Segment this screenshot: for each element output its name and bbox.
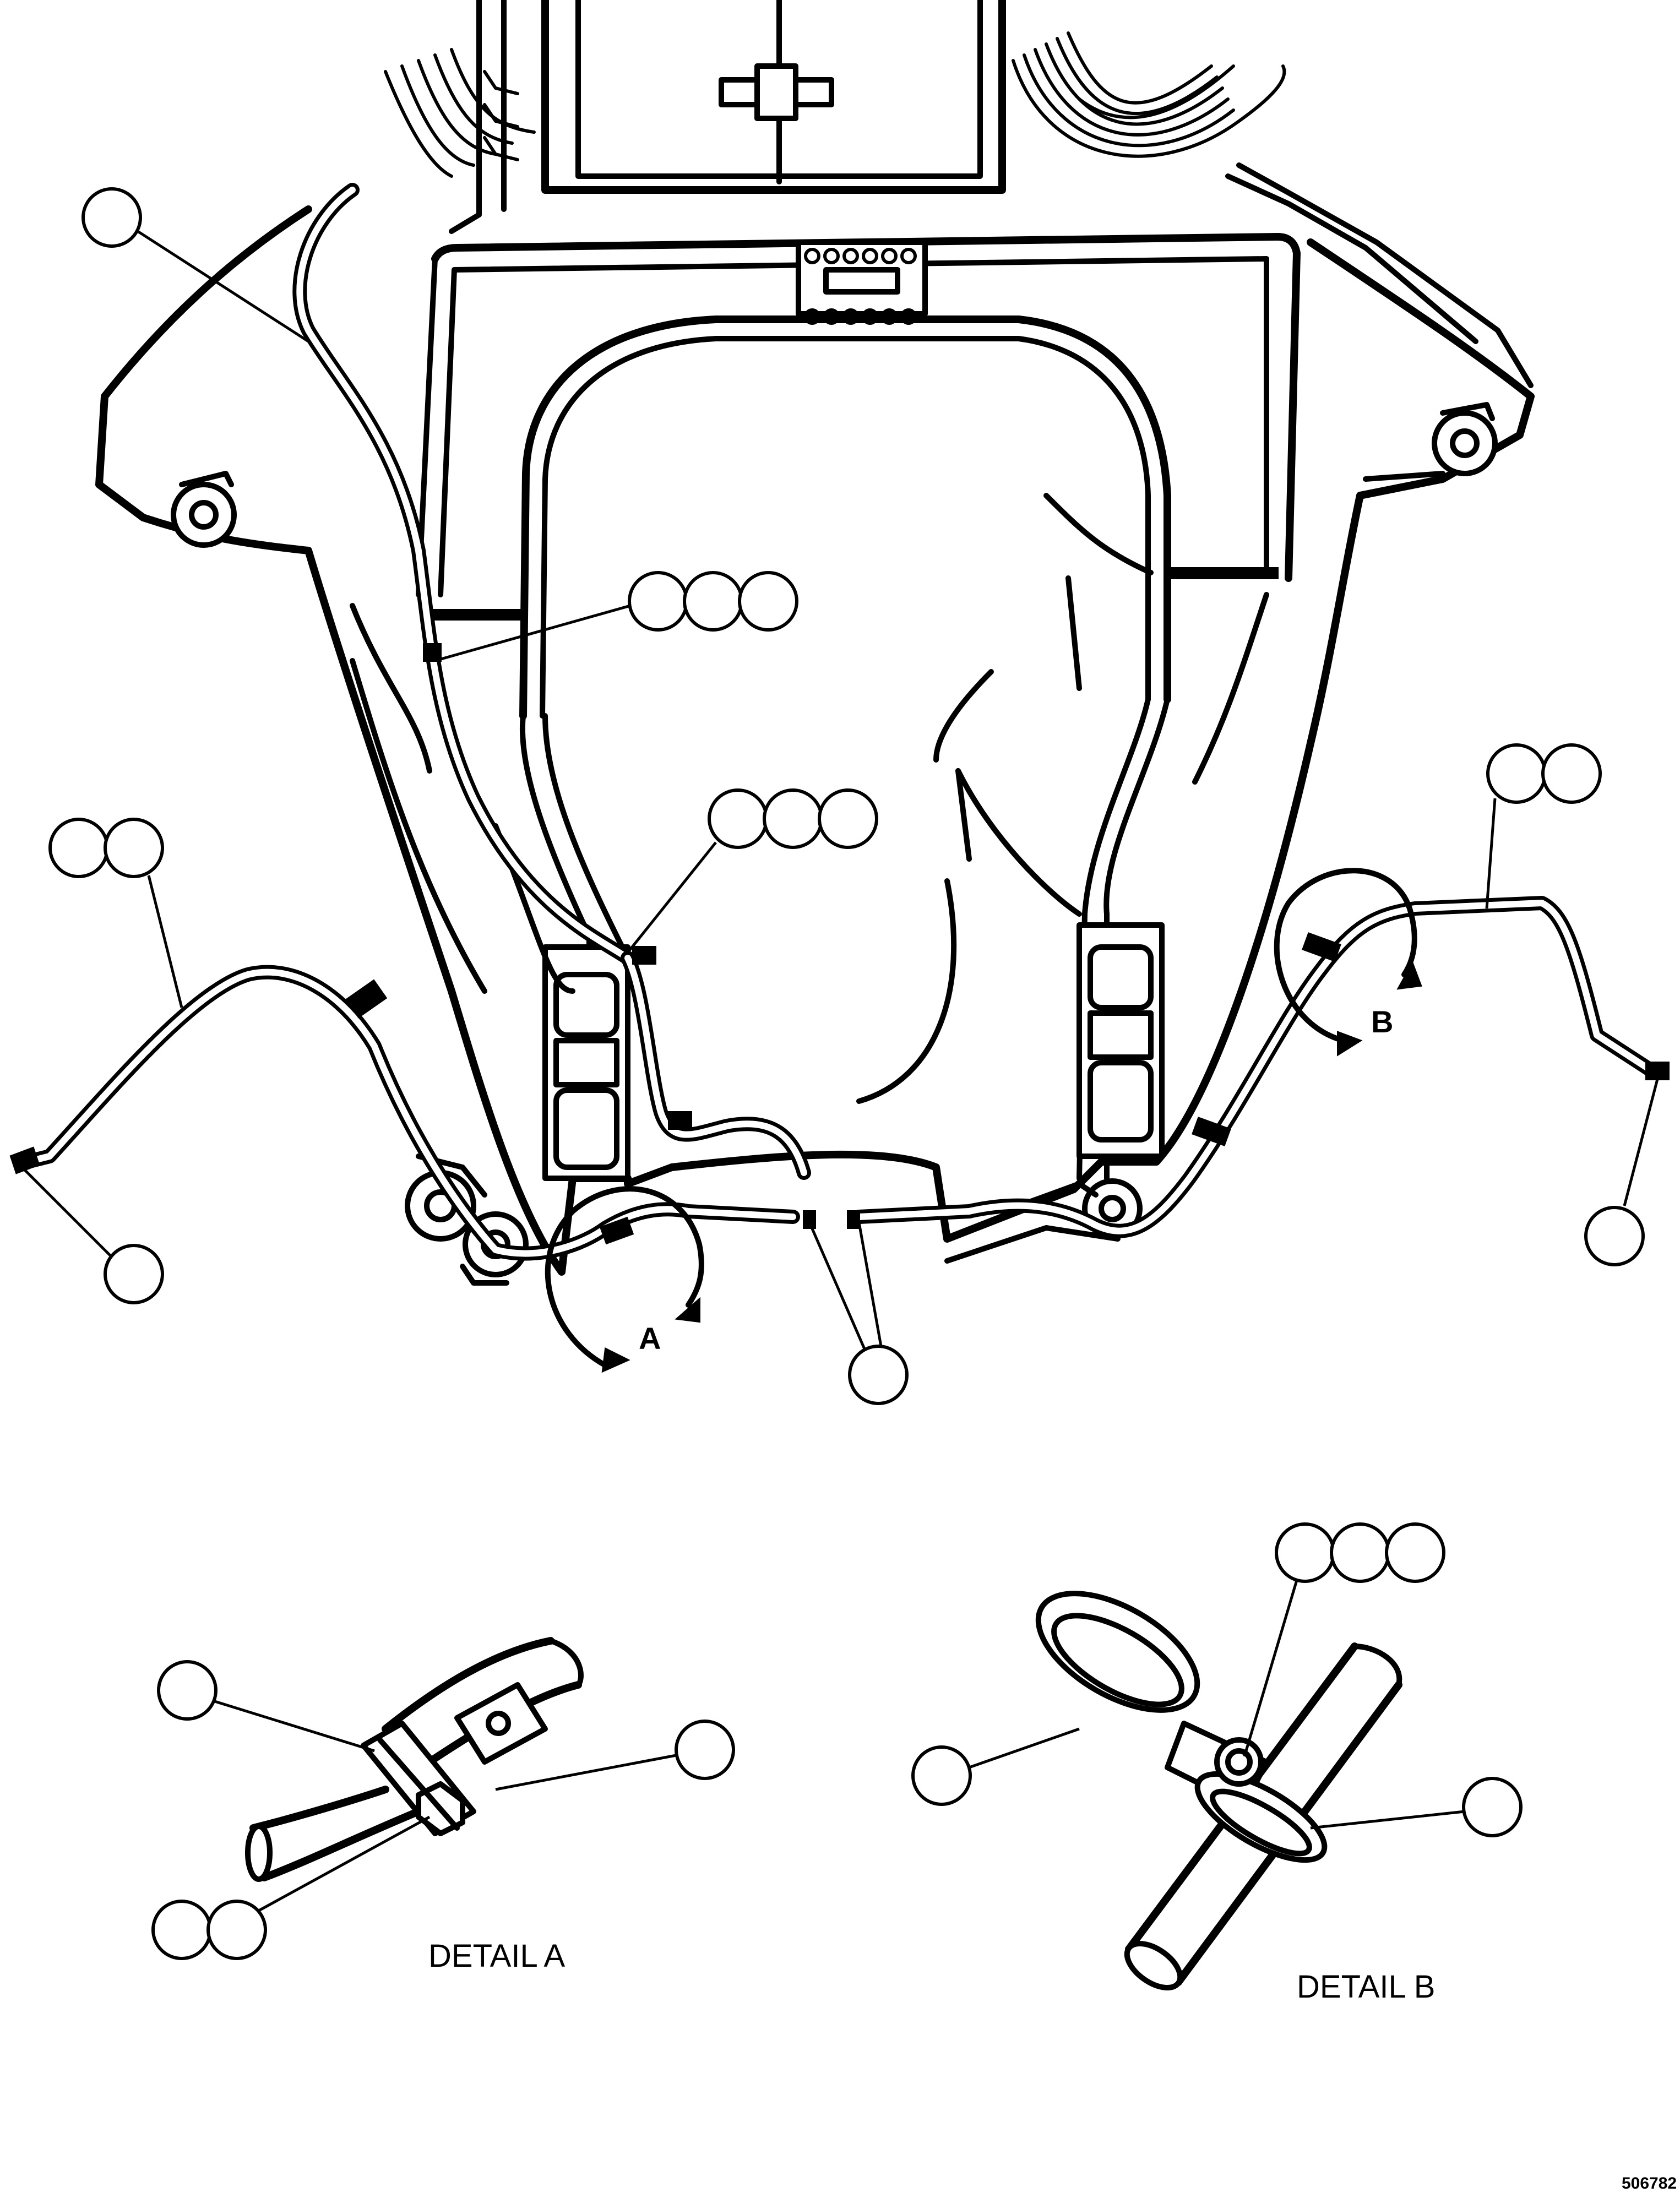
balloon — [48, 818, 109, 878]
balloon — [1275, 1522, 1335, 1583]
detail-a-callout: A — [545, 1186, 704, 1373]
balloon — [1385, 1522, 1445, 1583]
balloon — [675, 1720, 735, 1780]
balloon — [683, 571, 743, 632]
balloon — [151, 1900, 212, 1960]
balloon — [157, 1660, 218, 1721]
balloon — [911, 1745, 972, 1806]
balloon — [1541, 743, 1602, 804]
detail-b-callout: B — [1274, 868, 1422, 1057]
detail-a-view: DETAIL A — [151, 1637, 735, 1974]
item-balloons — [21, 187, 1659, 1405]
balloon — [738, 571, 798, 632]
balloon — [81, 187, 142, 248]
detail-a-marker: A — [639, 1321, 661, 1356]
balloon — [708, 788, 768, 849]
balloon — [104, 818, 164, 878]
balloon — [1330, 1522, 1390, 1583]
detail-b-caption: DETAIL B — [1297, 1969, 1435, 2005]
frame-assembly — [95, 0, 1535, 1286]
balloon — [818, 788, 878, 849]
balloon — [848, 1345, 909, 1405]
detail-b-view: DETAIL B — [911, 1522, 1523, 2005]
balloon — [628, 571, 688, 632]
hose-routes — [9, 183, 1670, 1261]
detail-a-caption: DETAIL A — [428, 1938, 566, 1974]
drawing-reference: 506782 — [1622, 2174, 1677, 2192]
controller-connectors — [804, 248, 917, 325]
detail-b-marker: B — [1371, 1004, 1393, 1039]
balloon — [763, 788, 823, 849]
balloon — [1486, 743, 1547, 804]
balloon — [104, 1244, 164, 1304]
balloon — [206, 1900, 267, 1960]
balloon — [1584, 1206, 1645, 1266]
balloon — [1462, 1777, 1523, 1837]
